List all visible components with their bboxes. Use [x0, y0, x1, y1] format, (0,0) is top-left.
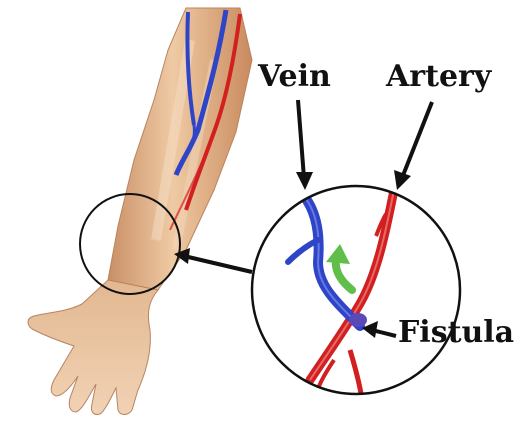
vein-label: Vein	[258, 62, 331, 92]
artery-label-arrow	[394, 102, 432, 190]
fistula-label: Fistula	[398, 318, 514, 348]
zoom-circle	[252, 186, 460, 400]
artery-label: Artery	[386, 62, 491, 92]
zoom-pointer-arrow	[174, 248, 252, 272]
hand-illustration	[28, 280, 158, 415]
vein-label-arrow	[296, 100, 313, 190]
